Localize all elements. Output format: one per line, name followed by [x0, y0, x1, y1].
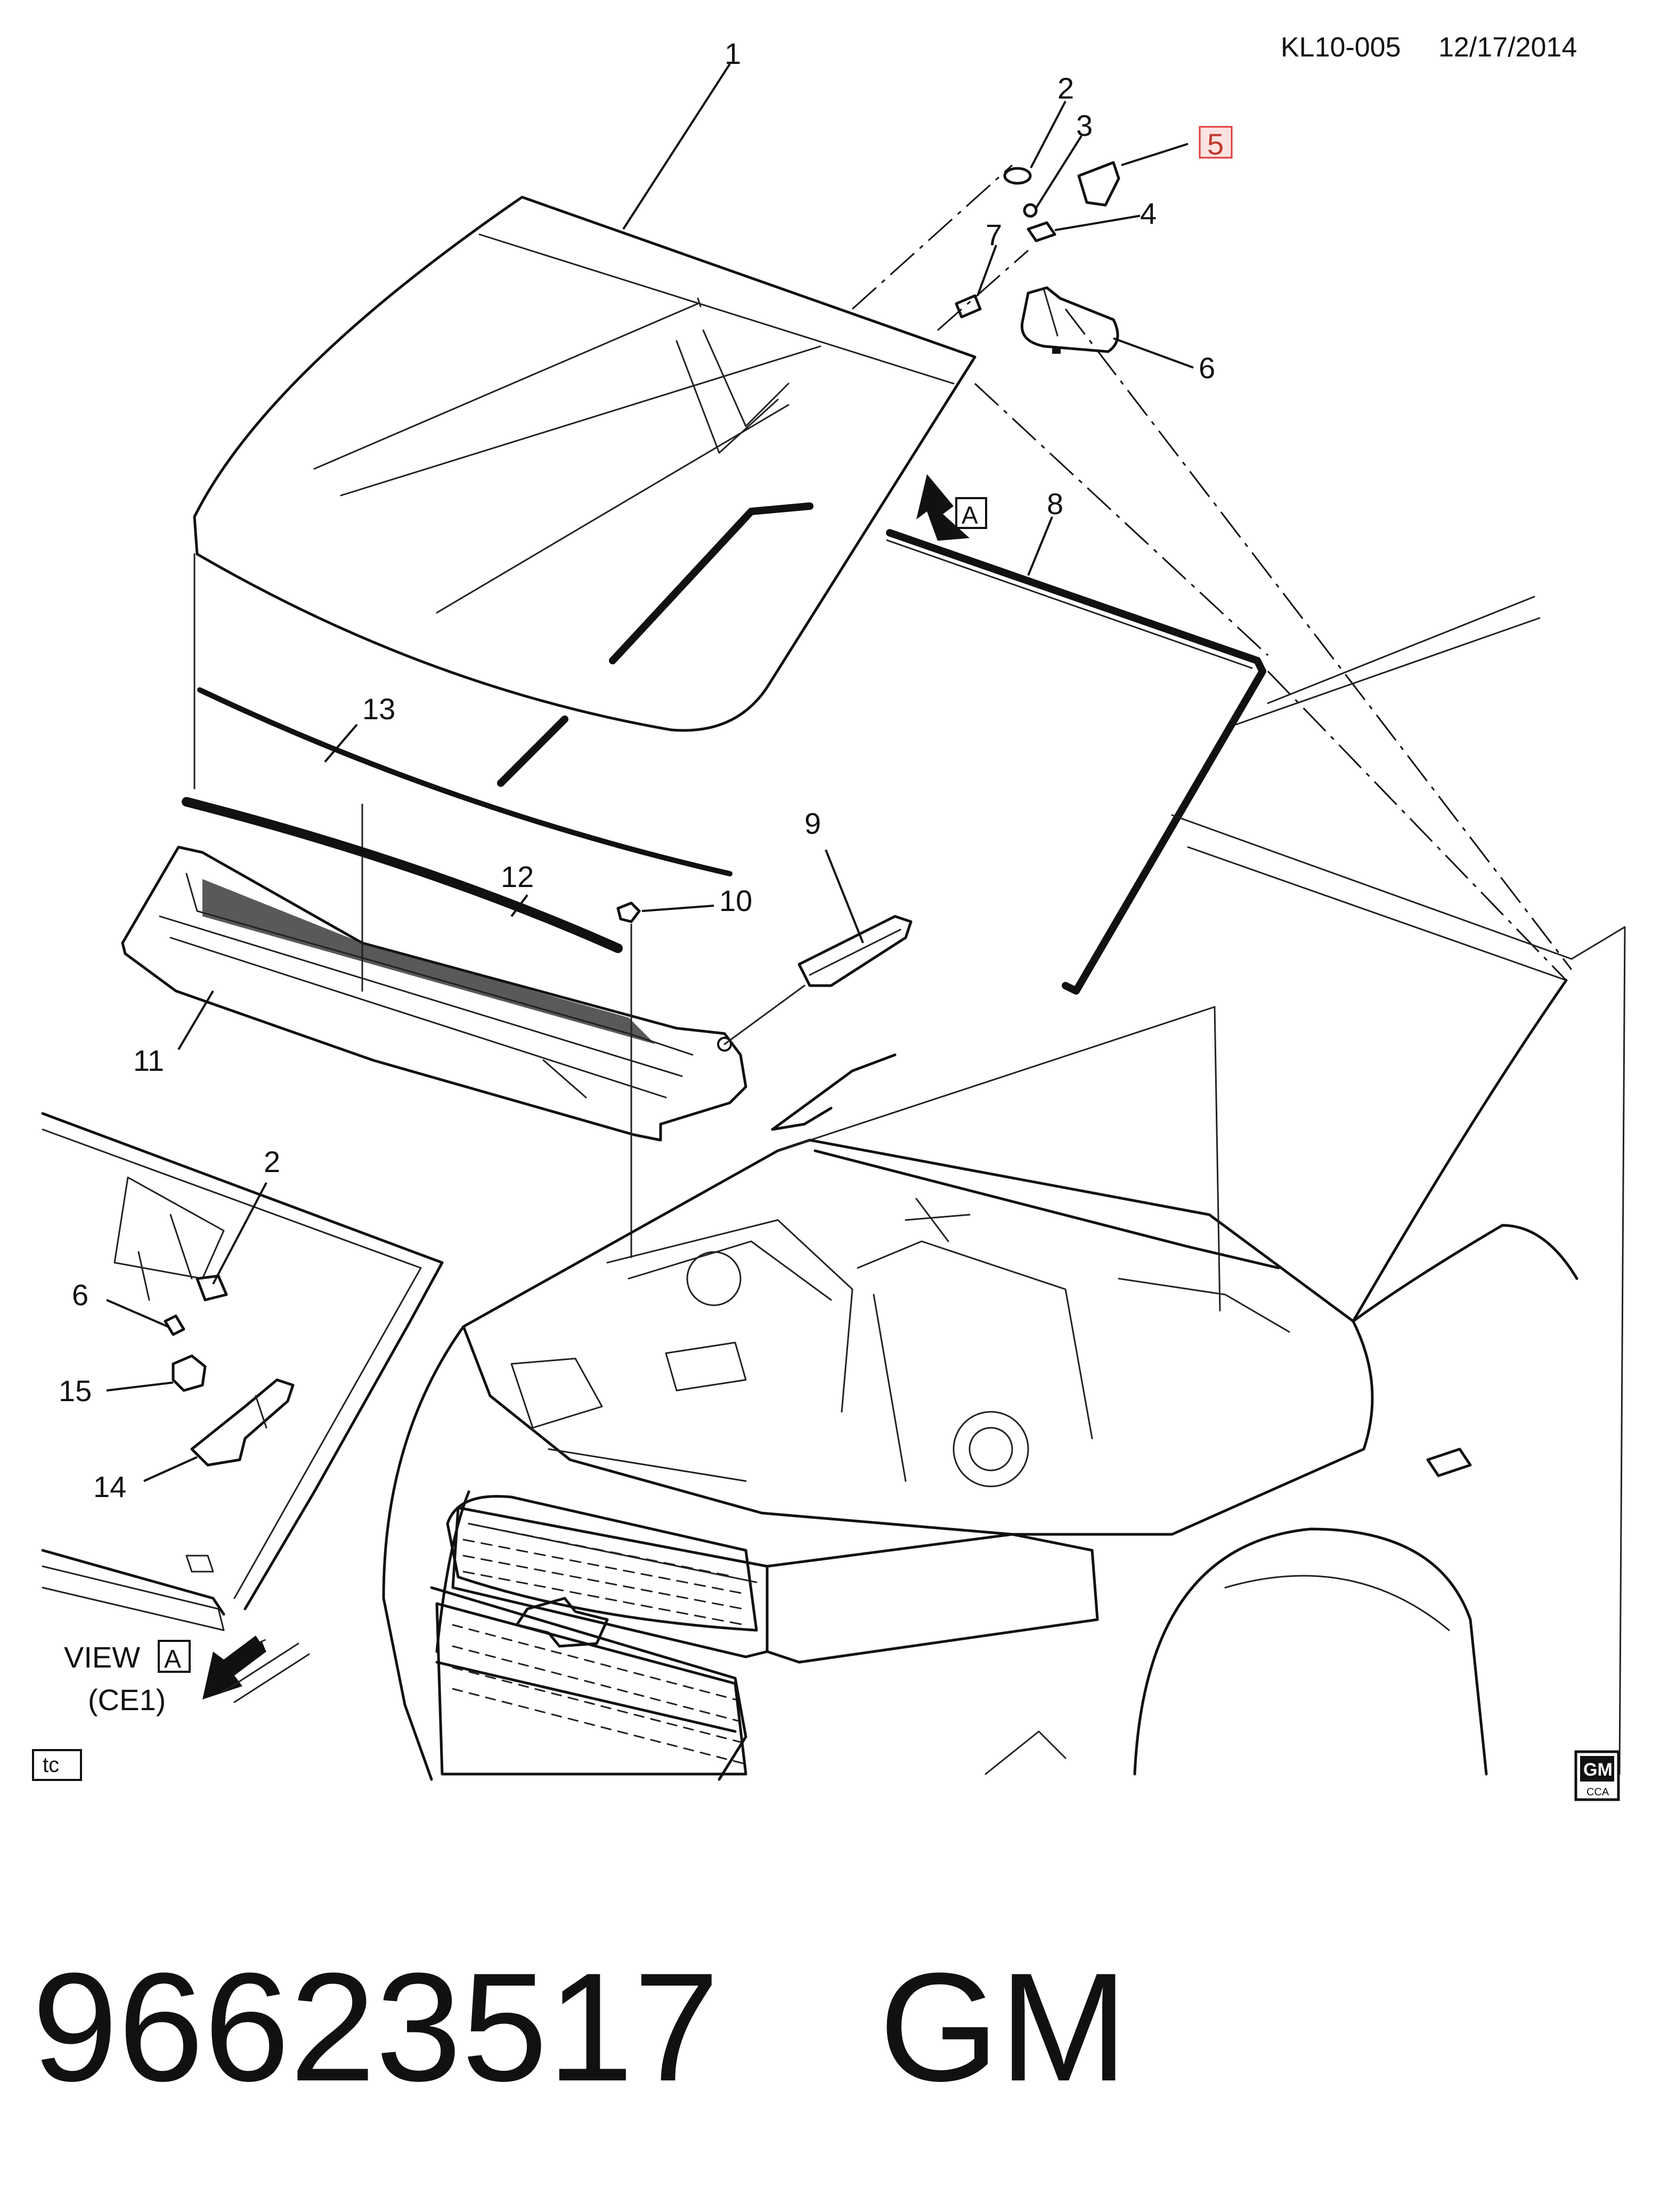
- mirror-cover: [1077, 161, 1120, 207]
- view-a-marker: A: [916, 474, 987, 541]
- brand-name: GM: [879, 1941, 1128, 2113]
- callout-11: 11: [133, 1044, 164, 1077]
- callout-3: 3: [1076, 109, 1093, 142]
- inset-mirror-pad: [196, 1274, 228, 1302]
- retainer-clip: [616, 901, 641, 923]
- inset-callout-6: 6: [72, 1278, 88, 1312]
- leader-lines: [106, 63, 1194, 1482]
- drawing-id: KL10-005: [1281, 32, 1401, 63]
- corner-tag: tc: [32, 1749, 82, 1781]
- svg-text:5: 5: [1207, 127, 1224, 161]
- callout-10: 10: [719, 884, 752, 917]
- vehicle-body: [382, 596, 1626, 1781]
- callout-4: 4: [1140, 197, 1157, 230]
- inset-callout-2: 2: [264, 1145, 280, 1178]
- svg-text:A: A: [164, 1645, 181, 1673]
- callout-8: 8: [1047, 487, 1063, 521]
- inset-mirror-housing: [190, 1378, 295, 1467]
- svg-text:A: A: [962, 501, 978, 529]
- mirror-nut: [1023, 203, 1038, 218]
- front-grille: [435, 1495, 758, 1776]
- mirror-parts-group: [955, 161, 1120, 354]
- view-a-label: VIEW A (CE1): [64, 1640, 191, 1717]
- mirror-sensor: [955, 294, 982, 319]
- inset-mirror-bracket: [164, 1314, 185, 1336]
- cowl-bracket: [798, 915, 913, 987]
- callout-2: 2: [1057, 71, 1074, 105]
- cowl-seals: [182, 687, 733, 953]
- rearview-mirror: [1020, 286, 1119, 353]
- front-direction-arrow: FRT: [202, 1636, 310, 1703]
- inset-callout-14: 14: [93, 1470, 126, 1503]
- callout-5-highlighted: 5: [1199, 126, 1233, 161]
- svg-text:tc: tc: [43, 1753, 59, 1777]
- callout-13: 13: [362, 692, 395, 726]
- callout-7: 7: [986, 218, 1002, 251]
- windshield-molding: [886, 529, 1266, 995]
- part-number: 96623517: [32, 1941, 719, 2113]
- cowl-panel: [121, 845, 747, 1142]
- inset-mirror-cover: [172, 1354, 207, 1392]
- windshield-glass: [193, 196, 977, 787]
- svg-text:CCA: CCA: [1586, 1786, 1609, 1798]
- drawing-date: 12/17/2014: [1438, 32, 1577, 63]
- callout-1: 1: [725, 37, 741, 70]
- callout-12: 12: [501, 860, 534, 893]
- callout-9: 9: [804, 807, 821, 840]
- callout-6: 6: [1199, 351, 1215, 385]
- svg-text:(CE1): (CE1): [88, 1683, 166, 1717]
- svg-text:GM: GM: [1583, 1760, 1613, 1780]
- mirror-pad: [1003, 167, 1032, 185]
- gm-logo: GM CCA: [1574, 1750, 1620, 1801]
- svg-text:VIEW: VIEW: [64, 1640, 140, 1674]
- mirror-bracket-small: [1027, 221, 1056, 242]
- inset-callout-15: 15: [59, 1374, 92, 1408]
- inset-view-a: [41, 1112, 444, 1631]
